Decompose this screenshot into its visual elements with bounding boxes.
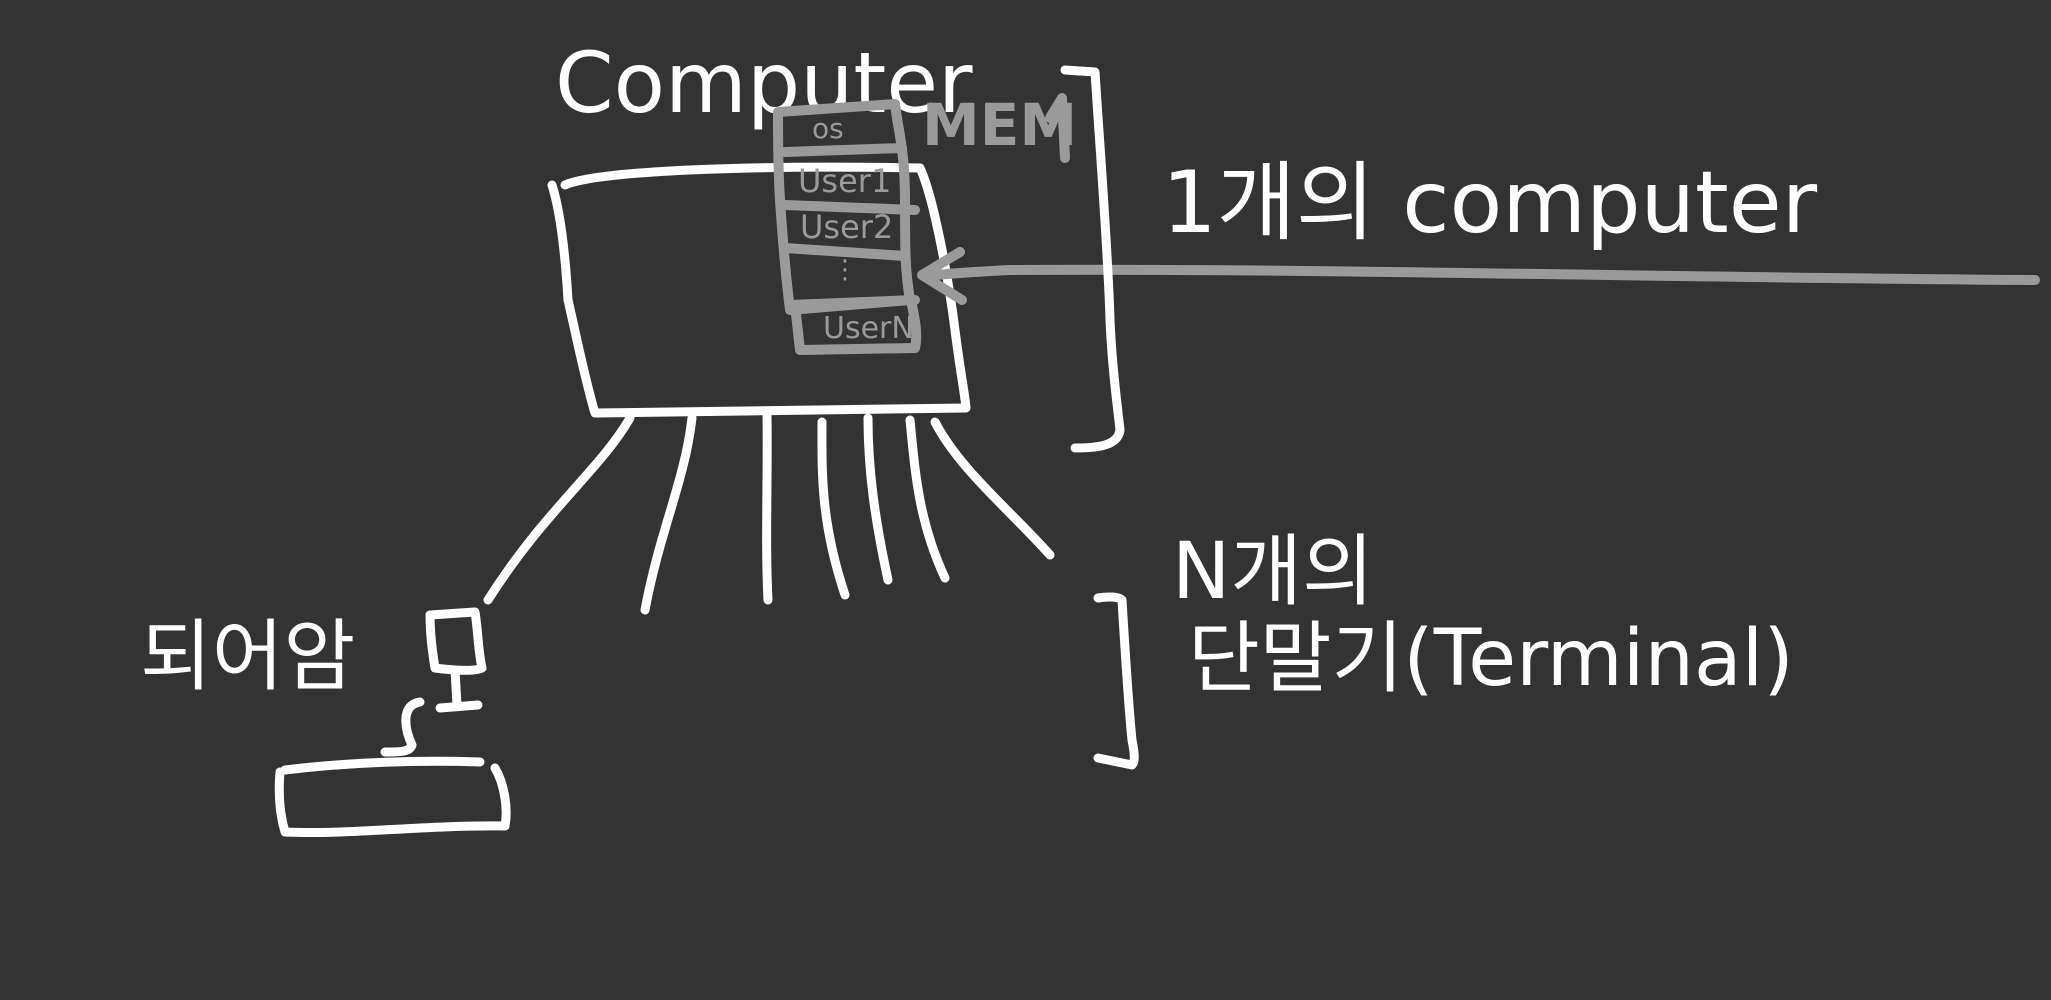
terminal-line bbox=[762, 410, 773, 605]
memory-slot-label: ⋮ bbox=[832, 255, 858, 285]
io-device-label: 되어암 bbox=[140, 612, 355, 702]
memory-divider bbox=[780, 200, 920, 215]
monitor-stand bbox=[435, 665, 483, 713]
memory-slot-label: User1 bbox=[798, 162, 891, 200]
terminal-line bbox=[930, 417, 1055, 560]
terminal-line bbox=[817, 417, 850, 600]
cable bbox=[380, 697, 425, 757]
keyboard-icon bbox=[274, 756, 511, 838]
computer-bracket bbox=[1060, 65, 1125, 453]
terminal-lines bbox=[483, 410, 1055, 615]
terminal-line bbox=[640, 413, 697, 615]
one-computer-label: 1개의 computer bbox=[1162, 153, 1818, 253]
memory-divider bbox=[780, 243, 910, 261]
monitor-icon bbox=[425, 607, 487, 675]
terminal-bracket bbox=[1093, 592, 1139, 770]
terminal-line bbox=[905, 415, 950, 583]
memory-label: MEM bbox=[922, 91, 1077, 159]
memory-bottom-slot bbox=[790, 300, 922, 355]
memory-slot-label: User2 bbox=[800, 208, 893, 246]
memory-divider bbox=[780, 143, 907, 157]
terminal-device-icon bbox=[274, 607, 511, 838]
n-terminals-label-line1: N개의 bbox=[1172, 527, 1374, 617]
memory-slot-label: UserN bbox=[823, 311, 914, 346]
terminal-line bbox=[863, 413, 893, 585]
terminal-line bbox=[483, 413, 635, 605]
memory-slot-label: os bbox=[812, 112, 844, 145]
n-terminals-label-line2: 단말기(Terminal) bbox=[1188, 614, 1794, 704]
memory-label-digit bbox=[1045, 93, 1070, 163]
memory-stack: os User1 User2 ⋮ UserN MEM bbox=[773, 91, 1077, 355]
arrow-head-icon bbox=[917, 247, 967, 305]
memory-arrow bbox=[917, 247, 2040, 305]
memory-divider bbox=[785, 295, 920, 310]
arrow-shaft bbox=[920, 264, 2040, 285]
computer-title: Computer bbox=[555, 34, 973, 132]
computer-box bbox=[547, 162, 971, 418]
